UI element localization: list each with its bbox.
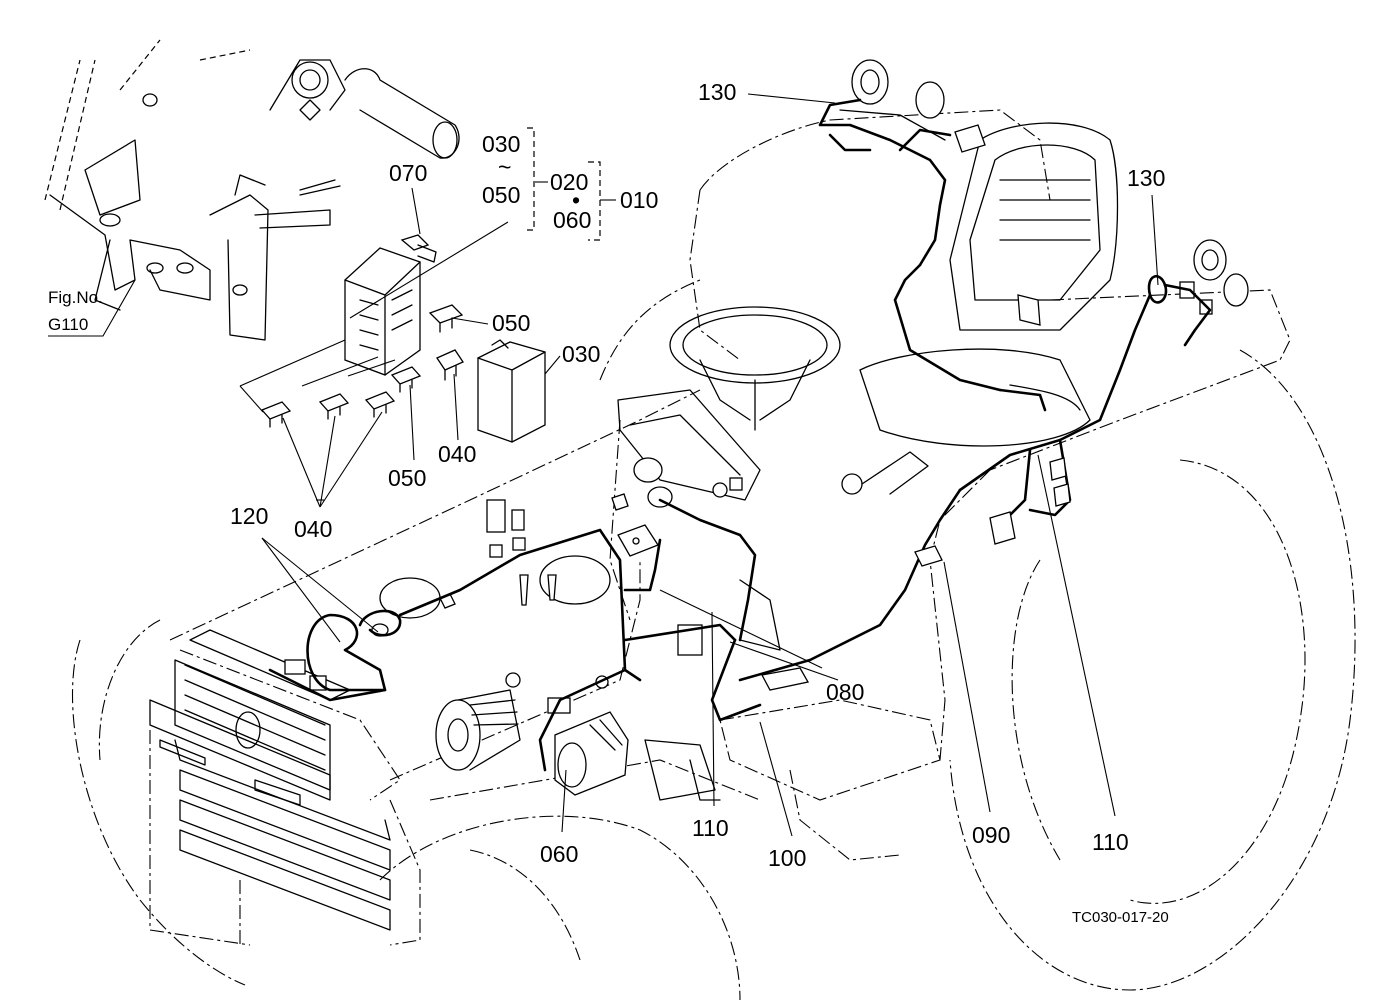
rops-bracket — [44, 39, 460, 341]
callout-080: 080 — [826, 679, 864, 705]
figure-ref-number: G110 — [48, 315, 88, 334]
callout-050-lower: 050 — [388, 465, 426, 491]
callout-130-upper: 130 — [698, 79, 736, 105]
callout-030-range-start: 030 — [482, 131, 520, 157]
callout-090: 090 — [972, 822, 1010, 848]
tractor-outline — [71, 109, 1356, 1001]
leader-lines — [48, 93, 1159, 837]
wire-harness — [268, 98, 1212, 772]
front-grille — [149, 629, 391, 931]
callout-050-upper: 050 — [492, 310, 530, 336]
operator-seat — [841, 122, 1119, 495]
engine-components — [284, 499, 629, 796]
figure-ref-label: Fig.No. — [48, 288, 103, 307]
callout-040-small: 040 — [438, 441, 476, 467]
callout-130-right: 130 — [1127, 165, 1165, 191]
callout-120: 120 — [230, 503, 268, 529]
callout-060-group: 060 — [553, 207, 591, 233]
callout-070: 070 — [389, 160, 427, 186]
callout-020: 020 — [550, 169, 588, 195]
callout-100: 100 — [768, 845, 806, 871]
callout-050-range-end: 050 — [482, 182, 520, 208]
callout-040-bottom: 040 — [294, 516, 332, 542]
blade-fuses — [260, 304, 464, 428]
rear-lights — [839, 59, 1249, 315]
drawing-code: TC030-017-20 — [1072, 909, 1169, 926]
fuse-box — [344, 234, 546, 443]
callout-060: 060 — [540, 841, 578, 867]
callout-110-right: 110 — [1092, 829, 1129, 855]
callout-dot: • — [572, 187, 580, 213]
callout-010: 010 — [620, 187, 658, 213]
dashboard-steering — [611, 306, 841, 801]
callout-110-center: 110 — [692, 815, 729, 841]
callout-labels: 130 130 030 ~ 050 020 • 060 010 070 050 … — [230, 79, 1165, 871]
callout-030: 030 — [562, 341, 600, 367]
figure-reference: Fig.No. G110 — [48, 288, 103, 334]
callout-range-tilde: ~ — [498, 154, 511, 180]
